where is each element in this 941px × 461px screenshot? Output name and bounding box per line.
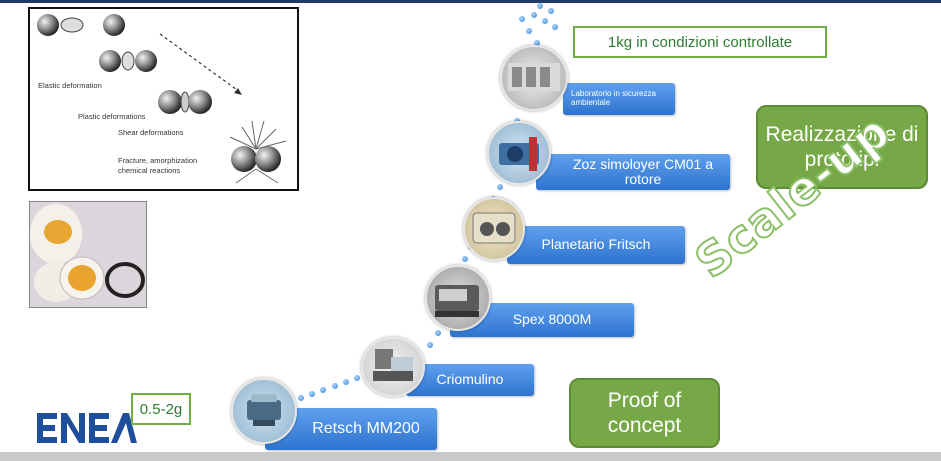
milled-powder-photo — [29, 201, 147, 308]
large-quantity-label: 1kg in condizioni controllate — [573, 26, 827, 58]
mechanism-label: Elastic deformation — [38, 81, 102, 90]
mechanism-label: chemical reactions — [118, 166, 181, 175]
cryomill-icon — [361, 337, 425, 397]
step-laboratorio: Laboratorio in sicurezza ambientale — [563, 83, 675, 115]
top-rule — [0, 0, 941, 3]
mechanism-label: Fracture, amorphization — [118, 156, 198, 165]
mechanism-label: Plastic deformations — [78, 112, 146, 121]
bottom-rule — [0, 452, 941, 461]
rotor-mill-icon — [487, 121, 551, 185]
prototype-box: Realizzazione di prototipi — [756, 105, 928, 189]
ball-collision-illustration — [37, 14, 287, 184]
proof-of-concept-box: Proof of concept — [569, 378, 720, 448]
mixer-mill-icon — [231, 378, 297, 444]
spex-mill-icon — [425, 265, 491, 331]
step-criomulino: Criomulino — [406, 364, 534, 396]
planetary-mill-icon — [463, 197, 525, 261]
milling-mechanism-diagram: Elastic deformation Plastic deformations… — [28, 7, 299, 191]
lab-icon — [500, 45, 568, 111]
small-quantity-label: 0.5-2g — [131, 393, 191, 425]
step-zoz-simoloyer: Zoz simoloyer CM01 a rotore — [536, 154, 730, 190]
step-planetario-fritsch: Planetario Fritsch — [507, 226, 685, 264]
enea-logo — [37, 411, 137, 445]
mechanism-label: Shear deformations — [118, 128, 184, 137]
